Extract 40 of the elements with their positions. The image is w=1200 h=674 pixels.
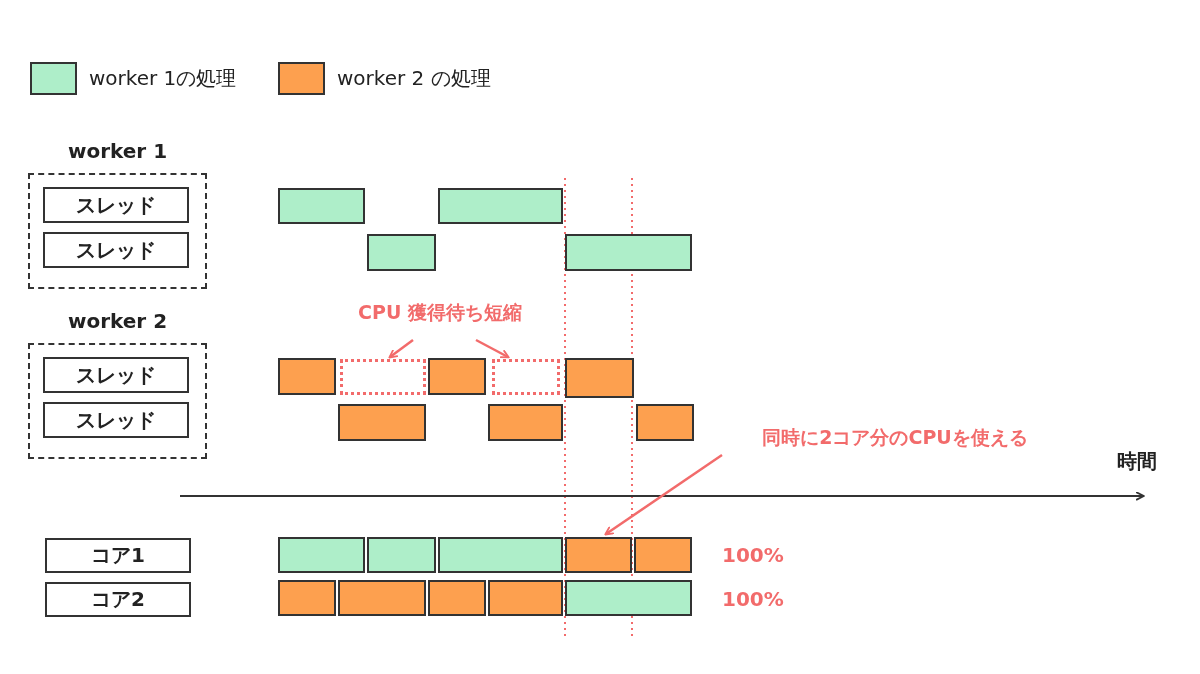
process-bar: [438, 537, 563, 573]
process-bar: [565, 580, 692, 616]
label-box: スレッド: [43, 187, 189, 223]
label-box: コア1: [45, 538, 191, 573]
process-bar: [636, 404, 694, 441]
dotted-box: [340, 359, 426, 395]
process-bar: [278, 580, 336, 616]
percent-label: 100%: [722, 543, 784, 567]
process-bar: [438, 188, 563, 224]
process-bar: [565, 234, 692, 271]
group-heading: worker 2: [66, 309, 169, 333]
arrow: [388, 339, 414, 359]
process-bar: [367, 537, 436, 573]
label-box: スレッド: [43, 357, 189, 393]
axis-label: 時間: [1117, 448, 1157, 475]
annotation-text: CPU 獲得待ち短縮: [330, 300, 550, 330]
group-heading: worker 1: [66, 139, 169, 163]
process-bar: [338, 580, 426, 616]
legend-label: worker 2 の処理: [337, 65, 491, 92]
process-bar: [278, 358, 336, 395]
process-bar: [428, 358, 486, 395]
process-bar: [367, 234, 436, 271]
annotation-text: 同時に2コア分のCPUを使える: [730, 425, 1060, 455]
arrow: [475, 338, 510, 359]
process-bar: [634, 537, 692, 573]
arrow: [604, 453, 723, 536]
dotted-box: [492, 359, 560, 395]
process-bar: [488, 580, 563, 616]
process-bar: [488, 404, 563, 441]
process-bar: [278, 188, 365, 224]
process-bar: [565, 358, 634, 398]
process-bar: [278, 537, 365, 573]
label-box: スレッド: [43, 402, 189, 438]
legend-label: worker 1の処理: [89, 65, 237, 92]
label-box: コア2: [45, 582, 191, 617]
percent-label: 100%: [722, 587, 784, 611]
process-bar: [428, 580, 486, 616]
process-bar: [338, 404, 426, 441]
process-bar: [565, 537, 632, 573]
label-box: スレッド: [43, 232, 189, 268]
